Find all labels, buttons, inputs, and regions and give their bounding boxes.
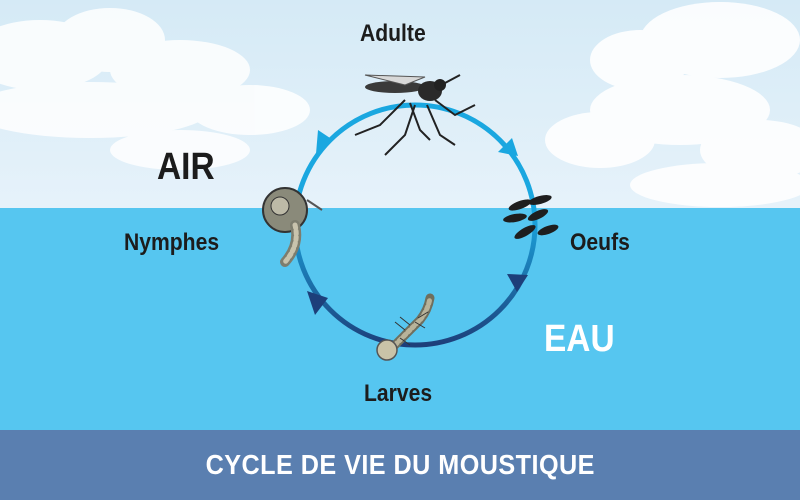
cycle-arrow-pupae-to-adult [316,130,333,154]
page-title: CYCLE DE VIE DU MOUSTIQUE [205,449,595,480]
eggs-icon [503,195,559,239]
cycle-arrow-adult-to-eggs [498,138,518,156]
title-banner: CYCLE DE VIE DU MOUSTIQUE [0,430,800,500]
zone-label-air: AIR [157,146,215,188]
clouds-decoration [0,2,800,207]
mosquito-icon [354,74,476,156]
stage-label-pupae: Nymphes [124,229,220,256]
water-background [0,208,800,430]
cycle-arrow-larvae-to-pupae [307,291,328,315]
stage-label-eggs: Oeufs [570,229,630,256]
zone-label-water: EAU [544,318,615,360]
cycle-arrow-eggs-to-larvae [507,274,528,292]
stage-label-adult: Adulte [360,20,426,47]
stage-label-larvae: Larves [364,380,433,407]
larva-icon [376,293,435,361]
pupa-icon [262,187,323,267]
